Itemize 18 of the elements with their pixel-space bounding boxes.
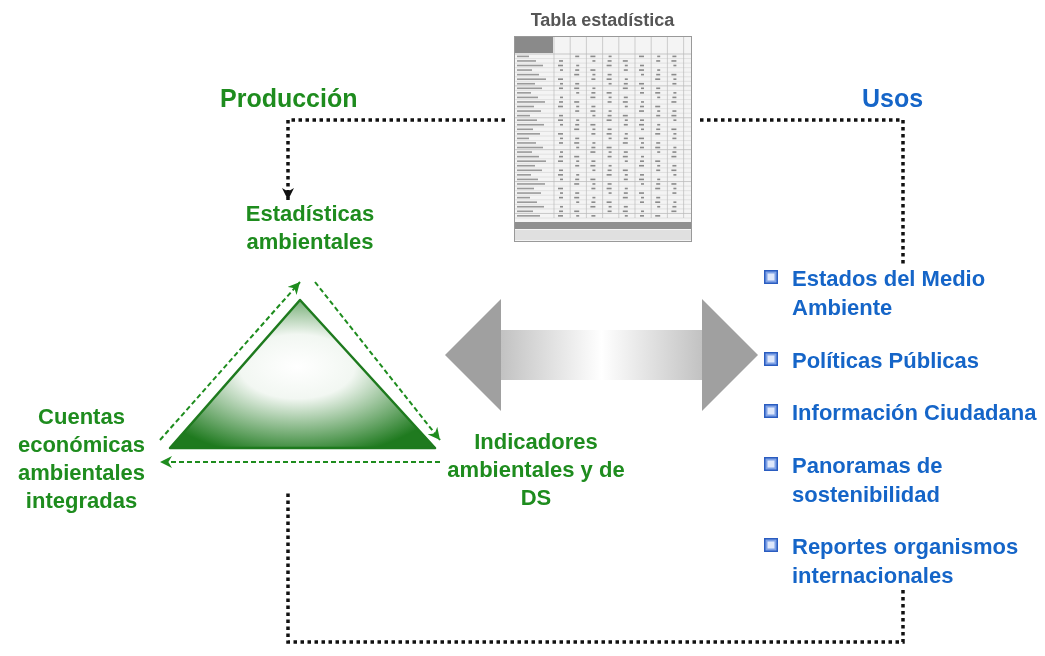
arrow: [282, 118, 505, 200]
section-heading: Producción: [220, 84, 358, 113]
list-item-text: Estados del Medio Ambiente: [792, 265, 987, 322]
double-arrow: [445, 299, 758, 411]
list-item-text: Reportes organismos internacionales: [792, 533, 1020, 590]
list-item-text: Políticas Públicas: [792, 346, 980, 375]
arrow: [159, 281, 301, 441]
list-item-text: Información Ciudadana: [792, 399, 1037, 427]
arrow: [314, 281, 441, 441]
table-title: Tabla estadística: [529, 9, 676, 32]
connector-line: [700, 118, 905, 264]
section-heading: Usos: [862, 84, 924, 113]
list-item-text: Panoramas de sostenibilidad: [792, 451, 944, 509]
node-label: Cuentas económicas ambientales integradas: [16, 403, 147, 515]
connector-line: [286, 493, 905, 644]
arrow: [159, 456, 441, 468]
node-label: Estadísticas ambientales: [244, 200, 376, 256]
node-label: Indicadores ambientales y de DS: [446, 428, 626, 512]
